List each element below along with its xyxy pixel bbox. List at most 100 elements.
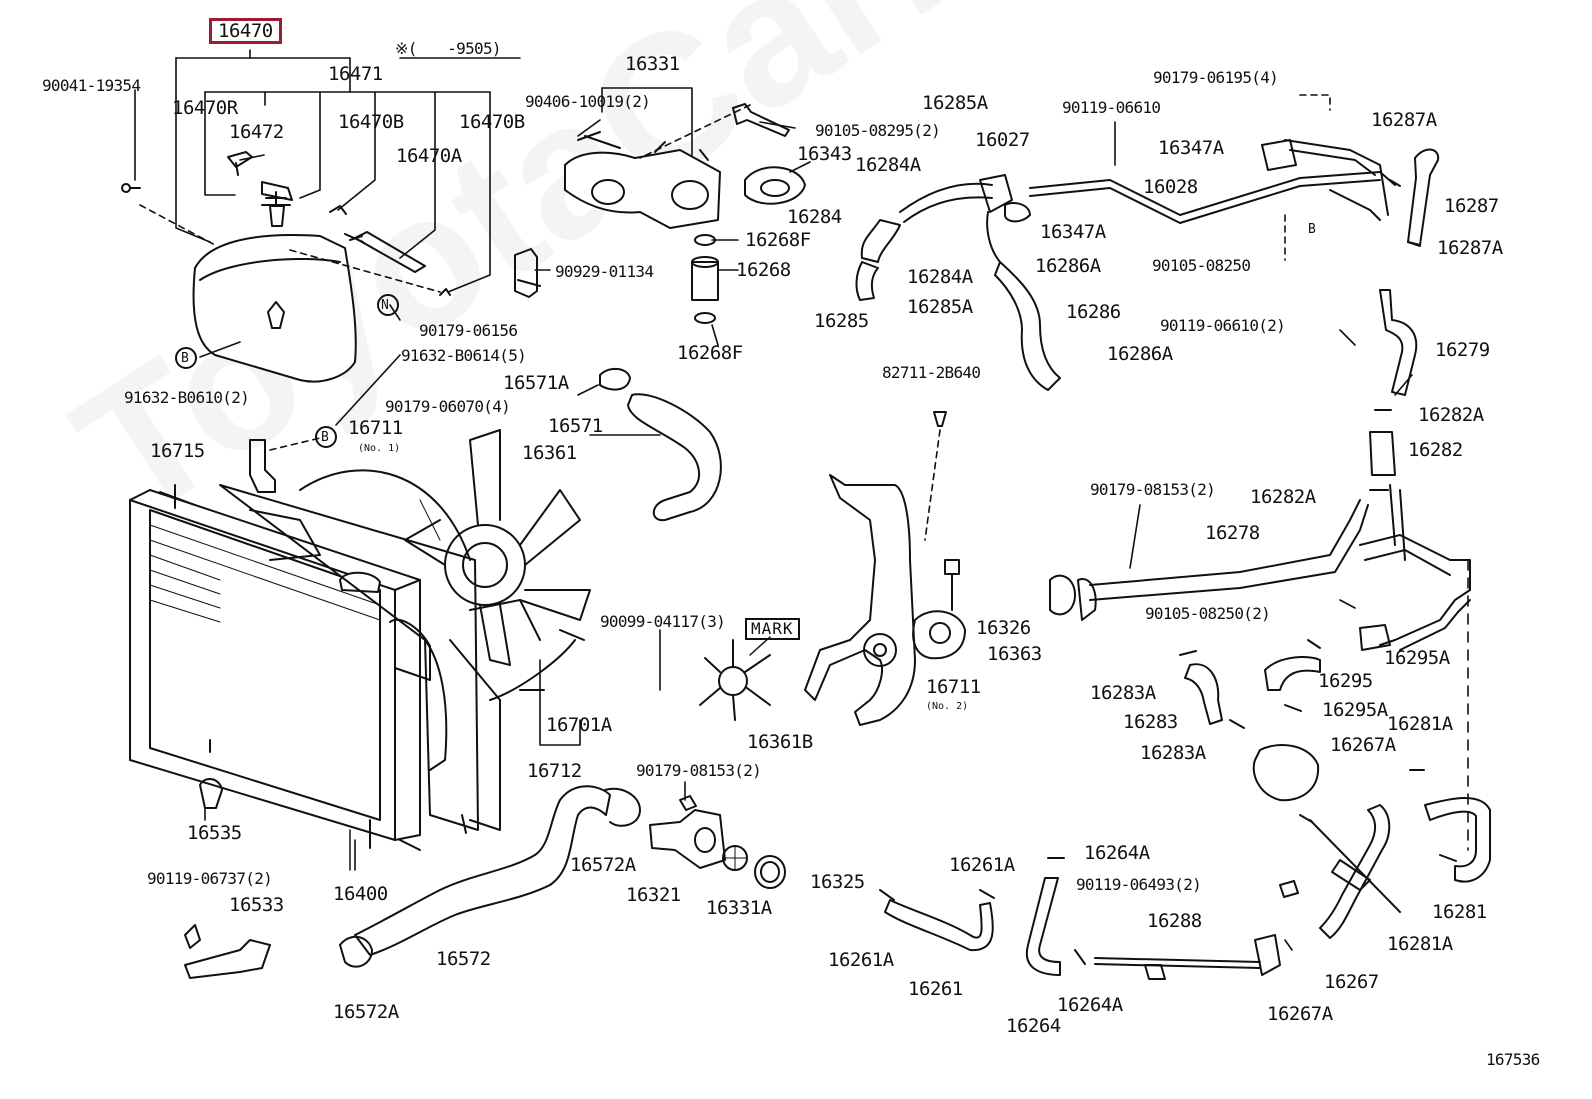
callout-16261A-b[interactable]: 16261A [828,949,894,971]
callout-16472[interactable]: 16472 [229,121,284,143]
callout-16278[interactable]: 16278 [1205,522,1260,544]
callout-16267A-a[interactable]: 16267A [1330,734,1396,756]
callout-90119-06493[interactable]: 90119-06493(2) [1076,875,1202,894]
callout-90119-06610-a[interactable]: 90119-06610 [1062,98,1161,117]
callout-16286A-b[interactable]: 16286A [1107,343,1173,365]
callout-16284A-top[interactable]: 16284A [855,154,921,176]
callout-16712[interactable]: 16712 [527,760,582,782]
callout-16283A-b[interactable]: 16283A [1140,742,1206,764]
callout-16279[interactable]: 16279 [1435,339,1490,361]
callout-90406-10019[interactable]: 90406-10019(2) [525,92,651,111]
callout-16572[interactable]: 16572 [436,948,491,970]
callout-16471[interactable]: 16471 [328,63,383,85]
leaders-bottom [204,629,1293,951]
callout-16470A[interactable]: 16470A [396,145,462,167]
callout-16267[interactable]: 16267 [1324,971,1379,993]
callout-16343[interactable]: 16343 [797,143,852,165]
figure-number: 167536 [1486,1050,1540,1069]
callout-16286[interactable]: 16286 [1066,301,1121,323]
callout-16572A-a[interactable]: 16572A [570,854,636,876]
callout-82711-2B640[interactable]: 82711-2B640 [882,363,981,382]
callout-16572A-b[interactable]: 16572A [333,1001,399,1023]
callout-16264A-a[interactable]: 16264A [1084,842,1150,864]
callout-90179-08153-a[interactable]: 90179-08153(2) [1090,480,1216,499]
callout-16321[interactable]: 16321 [626,884,681,906]
callout-16287A-a[interactable]: 16287A [1371,109,1437,131]
callout-16711-no1[interactable]: 16711 [348,417,403,439]
callout-90119-06737[interactable]: 90119-06737(2) [147,869,273,888]
callout-16470B-b[interactable]: 16470B [459,111,525,133]
callout-16470B-a[interactable]: 16470B [338,111,404,133]
fan-mark-detail [699,636,771,721]
callout-16284[interactable]: 16284 [787,206,842,228]
callout-16363[interactable]: 16363 [987,643,1042,665]
callout-90105-08250-b[interactable]: 90105-08250(2) [1145,604,1271,623]
callout-16261A-a[interactable]: 16261A [949,854,1015,876]
callout-16264A-b[interactable]: 16264A [1057,994,1123,1016]
callout-16268[interactable]: 16268 [736,259,791,281]
callout-90929-01134[interactable]: 90929-01134 [555,262,654,281]
callout-16533[interactable]: 16533 [229,894,284,916]
callout-90041-19354[interactable]: 90041-19354 [42,76,141,95]
callout-16027[interactable]: 16027 [975,129,1030,151]
callout-16571[interactable]: 16571 [548,415,603,437]
callout-16286A-a[interactable]: 16286A [1035,255,1101,277]
callout-16701A[interactable]: 16701A [546,714,612,736]
callout-90099-04117[interactable]: 90099-04117(3) [600,612,726,631]
callout-16711-no2[interactable]: 16711 [926,676,981,698]
callout-16261[interactable]: 16261 [908,978,963,1000]
callout-16361[interactable]: 16361 [522,442,577,464]
callout-16347A-b[interactable]: 16347A [1040,221,1106,243]
callout-16295[interactable]: 16295 [1318,670,1373,692]
callout-16470R[interactable]: 16470R [172,97,238,119]
callout-16571A[interactable]: 16571A [503,372,569,394]
callout-16361B[interactable]: 16361B [747,731,813,753]
cooling-fan [404,429,591,666]
callout-16028[interactable]: 16028 [1143,176,1198,198]
callout-16264[interactable]: 16264 [1006,1015,1061,1037]
callout-16268F-a[interactable]: 16268F [745,229,811,251]
callout-16325[interactable]: 16325 [810,871,865,893]
callout-16282[interactable]: 16282 [1408,439,1463,461]
callout-16281[interactable]: 16281 [1432,901,1487,923]
callout-90119-06610-b[interactable]: 90119-06610(2) [1160,316,1286,335]
callout-90179-06070[interactable]: 90179-06070(4) [385,397,511,416]
callout-16715[interactable]: 16715 [150,440,205,462]
leaders-16331 [534,87,811,346]
callout-16347A-a[interactable]: 16347A [1158,137,1224,159]
callout-16281A-b[interactable]: 16281A [1387,933,1453,955]
callout-16283A-a[interactable]: 16283A [1090,682,1156,704]
callout-16282A-a[interactable]: 16282A [1418,404,1484,426]
pipe-16028 [1029,139,1396,224]
callout-90105-08295[interactable]: 90105-08295(2) [815,121,941,140]
callout-90179-08153-b[interactable]: 90179-08153(2) [636,761,762,780]
callout-16285[interactable]: 16285 [814,310,869,332]
callout-91632-B0610[interactable]: 91632-B0610(2) [124,388,250,407]
callout-16295A-a[interactable]: 16295A [1384,647,1450,669]
callout-16331[interactable]: 16331 [625,53,680,75]
callout-16326[interactable]: 16326 [976,617,1031,639]
callout-16268F-b[interactable]: 16268F [677,342,743,364]
marker-n-label: N [381,298,389,313]
callout-16282A-b[interactable]: 16282A [1250,486,1316,508]
callout-16285A-b[interactable]: 16285A [907,296,973,318]
callout-16535[interactable]: 16535 [187,822,242,844]
callout-16281A-a[interactable]: 16281A [1387,713,1453,735]
callout-16267A-b[interactable]: 16267A [1267,1003,1333,1025]
callout-91632-B0614[interactable]: 91632-B0614(5) [401,346,527,365]
callout-16287[interactable]: 16287 [1444,195,1499,217]
callout-16470-highlighted[interactable]: 16470 [209,18,282,44]
callout-16400[interactable]: 16400 [333,883,388,905]
callout-16284A-b[interactable]: 16284A [907,266,973,288]
callout-16331A[interactable]: 16331A [706,897,772,919]
callout-16283[interactable]: 16283 [1123,711,1178,733]
callout-90179-06156[interactable]: 90179-06156 [419,321,518,340]
callout-16288[interactable]: 16288 [1147,910,1202,932]
callout-90105-08250-a[interactable]: 90105-08250 [1152,256,1251,275]
callout-16287A-b[interactable]: 16287A [1437,237,1503,259]
callout-90179-06195[interactable]: 90179-06195(4) [1153,68,1279,87]
callout-16295A-b[interactable]: 16295A [1322,699,1388,721]
water-inlet-16321 [649,795,726,869]
callout-16285A-top[interactable]: 16285A [922,92,988,114]
